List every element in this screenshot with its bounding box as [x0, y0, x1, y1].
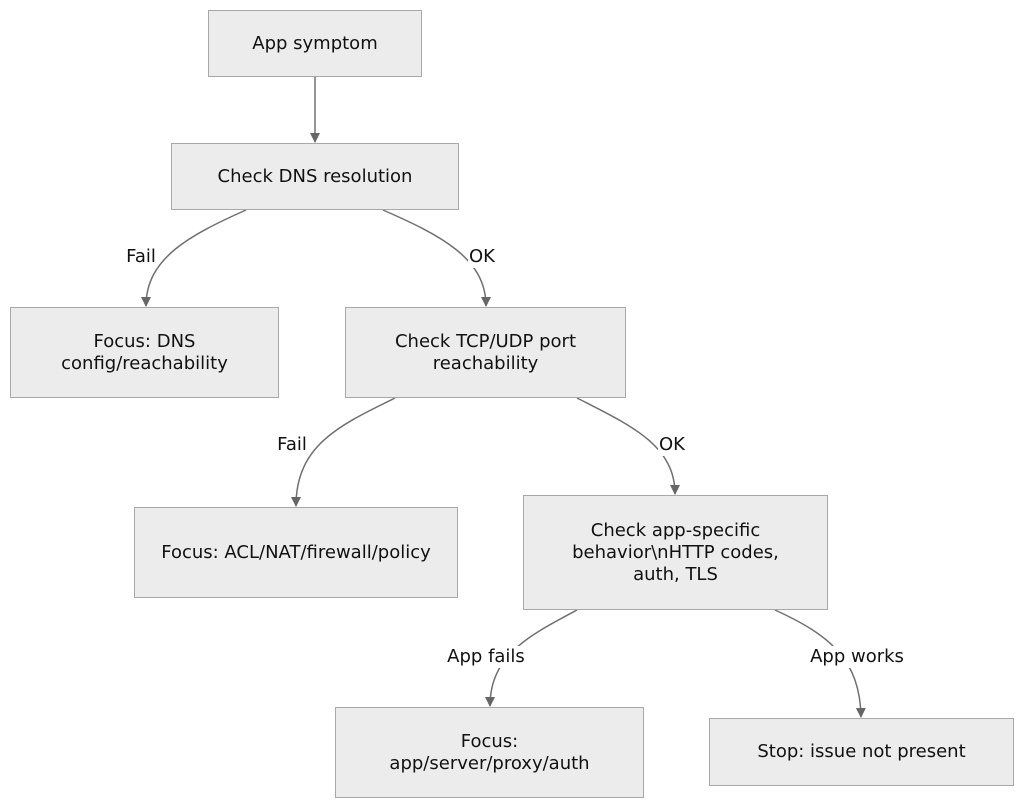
node-stop-label: Stop: issue not present	[757, 741, 966, 762]
edge-dns-ok	[382, 209, 491, 307]
node-focus-acl-label: Focus: ACL/NAT/firewall/policy	[161, 541, 431, 563]
node-check-app: Check app-specific behavior\nHTTP codes,…	[523, 495, 828, 610]
node-focus-acl: Focus: ACL/NAT/firewall/policy	[134, 507, 458, 598]
node-focus-dns-label: Focus: DNS config/reachability	[61, 330, 228, 374]
edge-port-fail	[291, 397, 396, 507]
node-app-symptom: App symptom	[208, 10, 422, 77]
edge-label-dns-ok: OK	[468, 246, 496, 268]
node-app-symptom-label: App symptom	[252, 32, 378, 54]
node-check-port: Check TCP/UDP port reachability	[345, 307, 626, 398]
node-check-dns-label: Check DNS resolution	[217, 165, 413, 187]
edge-label-app-works: App works	[809, 646, 905, 668]
edge-label-port-ok: OK	[658, 434, 686, 456]
node-check-dns: Check DNS resolution	[171, 143, 459, 210]
edge-port-ok	[576, 397, 680, 495]
node-check-app-label: Check app-specific behavior\nHTTP codes,…	[572, 519, 779, 585]
node-stop: Stop: issue not present	[709, 718, 1014, 786]
edge-dns-fail	[141, 209, 247, 307]
edge-label-dns-fail: Fail	[125, 246, 157, 268]
node-focus-dns: Focus: DNS config/reachability	[10, 307, 279, 398]
node-focus-app-label: Focus: app/server/proxy/auth	[389, 730, 590, 774]
node-focus-app: Focus: app/server/proxy/auth	[335, 707, 644, 798]
edge-label-app-fails: App fails	[446, 646, 526, 668]
node-check-port-label: Check TCP/UDP port reachability	[394, 330, 577, 374]
edge-label-port-fail: Fail	[276, 434, 308, 456]
